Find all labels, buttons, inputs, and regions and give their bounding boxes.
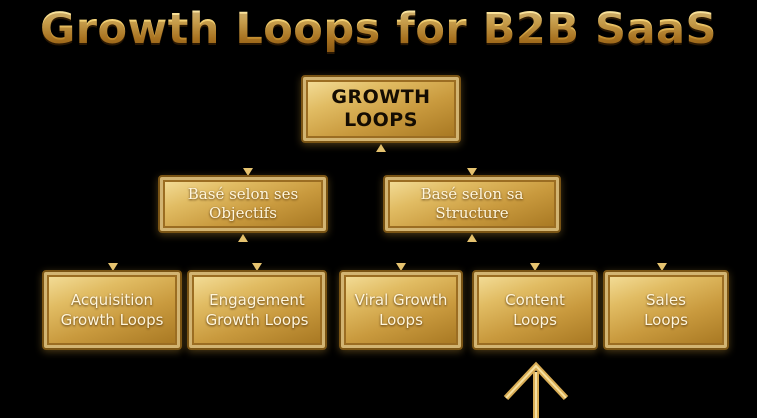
arrowhead-viral: [396, 263, 406, 271]
leaf-node-viral: Viral Growth Loops: [339, 270, 463, 350]
arrowhead-structure-up: [467, 234, 477, 242]
arrowhead-objectifs-up: [238, 234, 248, 242]
leaf-node-acquisition: Acquisition Growth Loops: [42, 270, 182, 350]
leaf-node-line2: Loops: [379, 311, 423, 329]
arrowhead-objectifs: [243, 168, 253, 176]
arrowhead-content: [530, 263, 540, 271]
up-arrow-icon: [503, 361, 569, 418]
leaf-node-line1: Content: [505, 291, 565, 309]
branch-node-line1: Basé selon ses: [187, 185, 299, 203]
arrowhead-acquisition: [108, 263, 118, 271]
leaf-node-line2: Growth Loops: [60, 311, 164, 329]
arrowhead-engagement: [252, 263, 262, 271]
arrowhead-root: [376, 144, 386, 152]
branch-node-structure: Basé selon sa Structure: [383, 175, 561, 233]
leaf-node-line1: Viral Growth: [354, 291, 448, 309]
arrowhead-sales: [657, 263, 667, 271]
arrowhead-structure: [467, 168, 477, 176]
leaf-node-line1: Engagement: [209, 291, 305, 309]
branch-node-line2: Structure: [435, 204, 509, 222]
leaf-node-line2: Loops: [513, 311, 557, 329]
leaf-node-line2: Growth Loops: [205, 311, 309, 329]
root-node-line2: LOOPS: [344, 109, 418, 131]
leaf-node-line1: Acquisition: [70, 291, 154, 309]
leaf-node-content: Content Loops: [472, 270, 598, 350]
root-node-line1: GROWTH: [331, 86, 431, 108]
root-node-growth-loops: GROWTH LOOPS: [301, 75, 461, 143]
leaf-node-line2: Loops: [644, 311, 688, 329]
page-title: Growth Loops for B2B SaaS: [0, 4, 757, 54]
branch-node-line2: Objectifs: [209, 204, 277, 222]
branch-node-objectifs: Basé selon ses Objectifs: [158, 175, 328, 233]
leaf-node-engagement: Engagement Growth Loops: [187, 270, 327, 350]
branch-node-line1: Basé selon sa: [420, 185, 524, 203]
leaf-node-line1: Sales: [646, 291, 686, 309]
leaf-node-sales: Sales Loops: [603, 270, 729, 350]
